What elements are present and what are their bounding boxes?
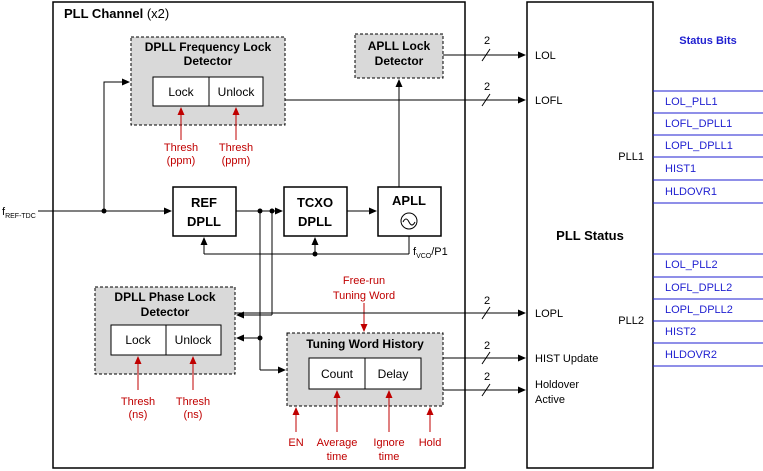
lofl-label: LOFL [535,95,563,107]
ignore-time-label: Ignore [373,437,404,449]
free-run-label: Free-run [343,275,385,287]
status-bits-title: Status Bits [679,35,736,47]
svg-text:Detector: Detector [141,305,190,319]
hist-update-label: HIST Update [535,353,598,365]
status-bit: HIST2 [665,326,696,338]
tuning-word-history: Tuning Word History Count Delay [286,332,444,407]
svg-text:DPLL Phase Lock: DPLL Phase Lock [114,290,215,304]
dpll-phase-lock-detector: DPLL Phase Lock Detector Lock Unlock [94,286,236,375]
hist-update-bus: 2 [443,340,526,365]
svg-text:2: 2 [484,371,490,383]
svg-text:DPLL: DPLL [298,214,332,229]
phase-thresh1: Thresh [121,396,155,408]
status-bit: LOPL_DPLL1 [665,140,733,152]
count-label: Count [321,367,354,381]
freq-thresh1: Thresh [164,142,198,154]
fvco-label: fVCO/P1 [413,246,448,260]
lopl-bus: 2 [235,295,526,320]
svg-text:APLL Lock: APLL Lock [368,39,431,53]
status-bits-pll2: LOL_PLL2 LOFL_DPLL2 LOPL_DPLL2 HIST2 HLD… [653,253,763,367]
status-bit: HLDOVR2 [665,349,717,361]
tcxo-dpll-block: TCXO DPLL [283,186,348,237]
svg-text:Detector: Detector [184,54,233,68]
svg-text:2: 2 [484,35,490,47]
status-bit: LOL_PLL1 [665,96,718,108]
svg-text:DPLL: DPLL [187,214,221,229]
status-bit: LOFL_DPLL1 [665,118,732,130]
input-fref-label: fREF-TDC [2,206,36,220]
en-label: EN [288,437,303,449]
holdover-active-label: Holdover [535,379,579,391]
lol-bus: 2 [443,35,526,62]
dpll-frequency-lock-detector: DPLL Frequency Lock Detector Lock Unlock [130,36,286,126]
delay-label: Delay [378,367,409,381]
lol-label: LOL [535,50,556,62]
svg-text:Detector: Detector [375,54,424,68]
svg-text:(ppm): (ppm) [167,155,196,167]
pll-status-block [526,1,654,469]
apll-lock-detector: APLL Lock Detector [354,33,444,79]
pll-channel-title: PLL Channel (x2) [64,6,169,21]
pll-status-title: PLL Status [556,228,624,243]
lofl-bus: 2 [285,81,526,107]
holdover-bus: 2 [443,371,526,397]
status-bit: LOFL_DPLL2 [665,282,732,294]
status-bit: LOL_PLL2 [665,259,718,271]
lopl-label: LOPL [535,308,563,320]
svg-text:2: 2 [484,340,490,352]
svg-text:2: 2 [484,81,490,93]
freq-thresh2: Thresh [219,142,253,154]
hold-label: Hold [419,437,442,449]
svg-text:Tuning Word History: Tuning Word History [306,337,424,351]
ref-dpll-block: REF DPLL [172,186,237,237]
oscillator-icon [400,212,418,230]
svg-text:(ppm): (ppm) [222,155,251,167]
svg-text:APLL: APLL [392,193,426,208]
pll2-label: PLL2 [618,315,644,327]
status-bit: HLDOVR1 [665,186,717,198]
freq-unlock-label: Unlock [218,85,256,99]
status-bit: HIST1 [665,163,696,175]
phase-thresh2: Thresh [176,396,210,408]
status-bits-pll1: LOL_PLL1 LOFL_DPLL1 LOPL_DPLL1 HIST1 HLD… [653,90,763,204]
phase-unlock-label: Unlock [175,333,213,347]
svg-text:Tuning Word: Tuning Word [333,290,395,302]
apll-block: APLL [377,186,442,237]
svg-text:(ns): (ns) [129,409,148,421]
svg-text:REF: REF [191,195,217,210]
average-time-label: Average [317,437,358,449]
pll1-label: PLL1 [618,151,644,163]
phase-lock-label: Lock [125,333,151,347]
svg-text:time: time [327,451,348,463]
svg-text:DPLL Frequency Lock: DPLL Frequency Lock [145,40,272,54]
svg-text:time: time [379,451,400,463]
svg-text:(ns): (ns) [184,409,203,421]
svg-text:2: 2 [484,295,490,307]
svg-text:Active: Active [535,394,565,406]
status-bit: LOPL_DPLL2 [665,304,733,316]
freq-lock-label: Lock [168,85,194,99]
svg-text:TCXO: TCXO [297,195,333,210]
